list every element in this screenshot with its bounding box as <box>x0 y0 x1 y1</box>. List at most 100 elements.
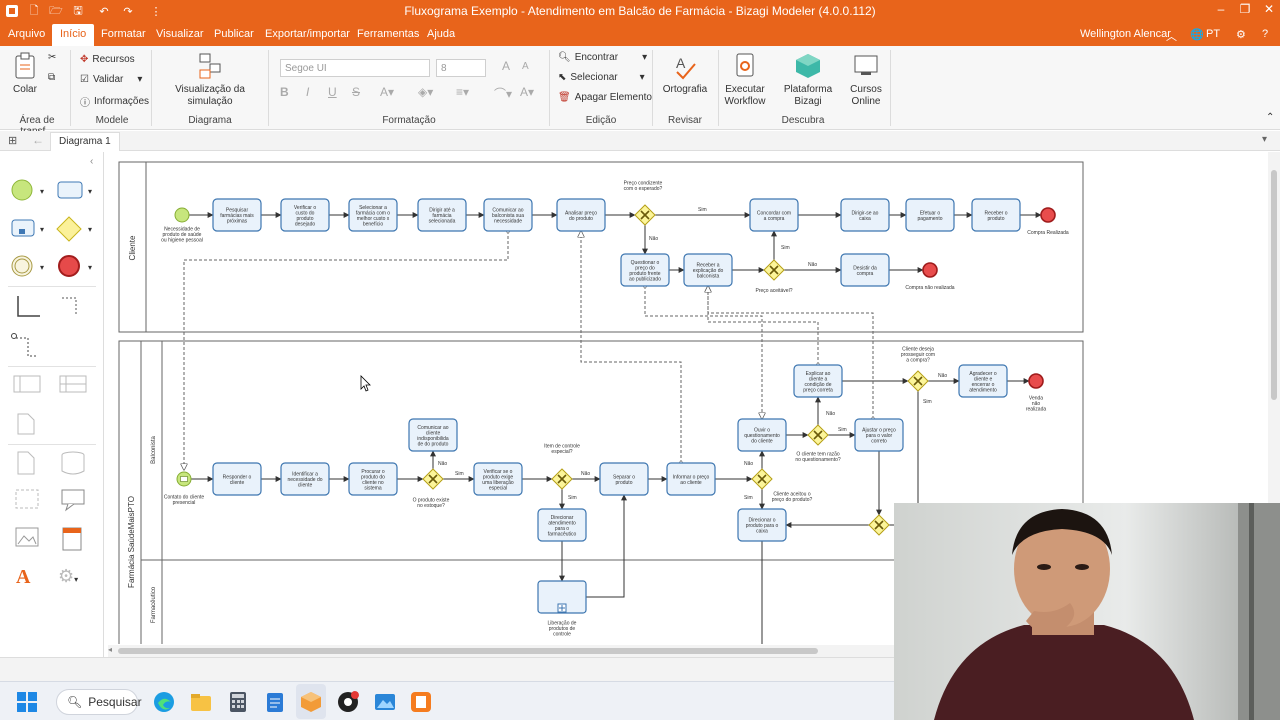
save-icon[interactable]: 🖫 <box>73 4 83 17</box>
task-responder-cliente[interactable] <box>212 462 262 496</box>
pool-tool-icon[interactable] <box>12 374 42 396</box>
delete-element-button[interactable]: 🗑Apagar Elemento <box>558 92 652 103</box>
obs-studio-icon[interactable] <box>337 691 359 713</box>
end-event-tool-icon[interactable]: ▾ <box>56 254 98 280</box>
header-tool-icon[interactable] <box>60 526 86 552</box>
data-object-tool-icon[interactable] <box>14 450 38 476</box>
diagram-explorer-icon[interactable]: ⊞ <box>8 135 18 147</box>
bizagi-modeler-taskbar-icon[interactable] <box>300 691 322 713</box>
task-informar-preco[interactable] <box>666 462 716 496</box>
task-selecionar-farmacia[interactable] <box>348 198 398 232</box>
text-color-icon[interactable]: A▾ <box>520 85 535 99</box>
tab-diagrama-1[interactable]: Diagrama 1 <box>50 132 120 151</box>
windows-start-icon[interactable] <box>16 691 38 713</box>
message-flow-questionar[interactable] <box>645 286 762 419</box>
task-pesquisar-farmacias[interactable] <box>212 198 262 232</box>
task-tool-icon[interactable]: ▾ <box>56 178 98 204</box>
menu-ajuda[interactable]: Ajuda <box>427 28 456 40</box>
menu-inicio[interactable]: Início <box>52 24 95 46</box>
globe-icon[interactable]: 🌐 <box>1190 29 1204 41</box>
message-flow-comunicar-necessidade[interactable] <box>184 231 508 470</box>
line-color-icon[interactable]: ⌒▾ <box>494 87 513 101</box>
align-icon[interactable]: ≡▾ <box>456 85 470 99</box>
sequence-flow[interactable] <box>586 494 627 598</box>
font-shrink-icon[interactable]: A <box>522 61 529 72</box>
task-questionar-preco[interactable] <box>620 253 670 287</box>
online-courses-button[interactable]: Cursos Online <box>846 52 886 108</box>
collapse-ribbon-icon[interactable]: ⌃ <box>1266 112 1275 123</box>
orange-app-icon[interactable] <box>410 691 432 713</box>
task-agradecer-cliente[interactable] <box>958 364 1008 398</box>
menu-arquivo[interactable]: Arquivo <box>8 28 46 40</box>
collapse-palette-icon[interactable]: ‹ <box>90 156 94 167</box>
task-explicar-preco[interactable] <box>793 364 843 398</box>
copy-icon[interactable]: ⧉ <box>48 72 56 83</box>
task-comunicar-balconista[interactable] <box>483 198 533 232</box>
start-event-cliente[interactable] <box>174 207 190 223</box>
vertical-scroll-thumb[interactable] <box>1271 170 1277 400</box>
sequence-flow-tool-icon[interactable] <box>14 294 44 322</box>
task-analisar-preco[interactable] <box>556 198 606 232</box>
message-flow-ajustar[interactable] <box>708 286 873 419</box>
comment-tool-icon[interactable] <box>58 488 88 514</box>
task-concordar-compra[interactable] <box>749 198 799 232</box>
edge-icon[interactable] <box>153 691 175 713</box>
photos-icon[interactable] <box>374 691 396 713</box>
menu-visualizar[interactable]: Visualizar <box>156 28 204 40</box>
chevron-up-icon[interactable]: ︿ <box>1166 31 1177 43</box>
task-dirigir-caixa[interactable] <box>840 198 890 232</box>
minimize-icon[interactable]: – <box>1217 2 1225 16</box>
paste-button[interactable]: Colar <box>10 52 40 96</box>
run-workflow-button[interactable]: Executar Workflow <box>722 52 768 108</box>
text-tool-icon[interactable]: A <box>16 566 31 588</box>
menu-ferramentas[interactable]: Ferramentas <box>357 28 420 40</box>
group-tool-icon[interactable] <box>14 488 40 512</box>
file-explorer-icon[interactable] <box>190 691 212 713</box>
gear-icon[interactable]: ⚙ <box>1236 29 1246 41</box>
pool-cliente[interactable] <box>118 161 1084 333</box>
fill-color-icon[interactable]: ◈▾ <box>418 85 434 99</box>
bold-icon[interactable]: B <box>280 85 289 99</box>
task-identificar-necessidade[interactable] <box>280 462 330 496</box>
annotation-tool-icon[interactable] <box>14 412 38 436</box>
customize-toolbar-icon[interactable]: ⋮ <box>150 5 162 18</box>
task-receber-explicacao[interactable] <box>683 253 733 287</box>
horizontal-scroll-thumb[interactable] <box>118 648 818 654</box>
task-verificar-custo[interactable] <box>280 198 330 232</box>
end-event-compra-nao-realizada[interactable] <box>922 262 938 278</box>
task-verificar-liberacao[interactable] <box>473 462 523 496</box>
cut-icon[interactable]: ✂ <box>48 52 57 63</box>
task-ajustar-preco[interactable] <box>854 418 904 452</box>
task-dirigir-farmacia[interactable] <box>417 198 467 232</box>
message-flow-tool-icon[interactable] <box>10 332 44 360</box>
taskbar-search-box[interactable]: 🔍︎Pesquisar <box>56 689 142 715</box>
image-tool-icon[interactable] <box>14 526 40 550</box>
font-grow-icon[interactable]: A <box>502 59 511 73</box>
help-icon[interactable]: ? <box>1262 28 1269 40</box>
task-desistir-compra[interactable] <box>840 253 890 287</box>
font-color-icon[interactable]: A▾ <box>380 85 395 99</box>
find-button[interactable]: 🔍︎Encontrar▾ <box>558 52 647 63</box>
task-receber-produto[interactable] <box>971 198 1021 232</box>
start-event-tool-icon[interactable]: ▾ <box>10 178 50 204</box>
tab-list-icon[interactable]: ▾ <box>1262 134 1268 145</box>
simulation-view-button[interactable]: Visualização da simulação <box>156 52 264 108</box>
user-name[interactable]: Wellington Alencar <box>1080 28 1171 40</box>
select-button[interactable]: ⬉Selecionar▾ <box>558 72 645 83</box>
menu-formatar[interactable]: Formatar <box>101 28 146 40</box>
close-icon[interactable]: ✕ <box>1263 2 1275 16</box>
font-size-select[interactable]: 8 <box>436 59 486 77</box>
end-event-venda-nao-realizada[interactable] <box>1028 373 1044 389</box>
task-comunicar-indisponibilidade[interactable] <box>408 418 458 452</box>
calculator-icon[interactable] <box>227 691 249 713</box>
task-ouvir-questionamento[interactable] <box>737 418 787 452</box>
italic-icon[interactable]: I <box>306 85 310 99</box>
task-procurar-produto[interactable] <box>348 462 398 496</box>
strikethrough-icon[interactable]: S <box>352 85 361 99</box>
spelling-button[interactable]: A Ortografia <box>660 52 710 96</box>
end-event-compra-realizada[interactable] <box>1040 207 1056 223</box>
resources-button[interactable]: ✥Recursos <box>80 54 135 65</box>
new-file-icon[interactable]: 🗋 <box>29 4 39 17</box>
lane-tool-icon[interactable] <box>58 374 88 396</box>
